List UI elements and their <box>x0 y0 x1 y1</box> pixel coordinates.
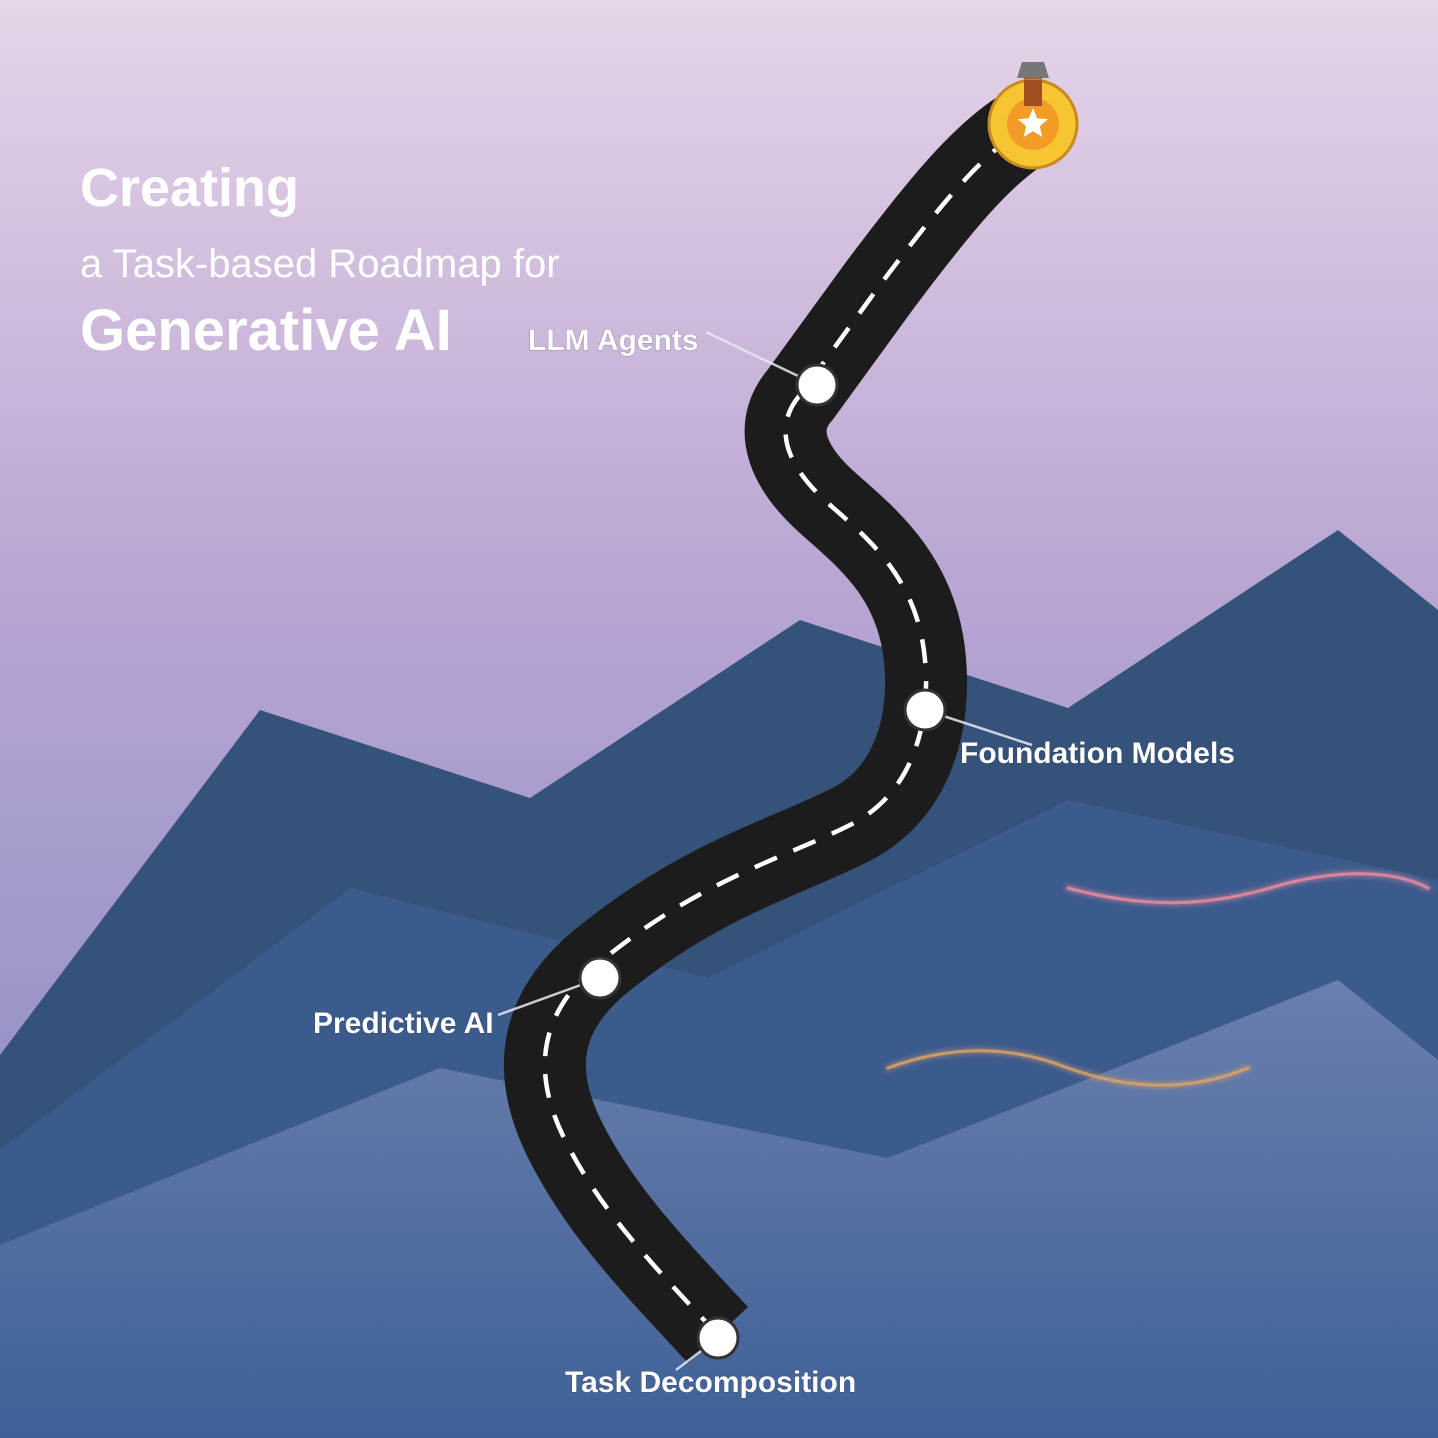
milestone-node-llm-agents[interactable] <box>795 363 839 407</box>
star-icon <box>1017 108 1049 138</box>
milestone-label-task-decomposition: Task Decomposition <box>565 1366 856 1399</box>
medal-star-icon[interactable] <box>987 62 1079 170</box>
medal-clasp <box>1017 62 1049 78</box>
milestone-label-llm-agents: LLM Agents <box>528 324 699 357</box>
milestone-node-task-decomposition[interactable] <box>696 1316 740 1360</box>
milestone-label-foundation-models: Foundation Models <box>960 737 1235 770</box>
title-line-creating: Creating <box>80 158 299 218</box>
milestone-node-foundation-models[interactable] <box>903 688 947 732</box>
decorative-wave-amber-core <box>886 1049 1250 1087</box>
title-line-subtitle: a Task-based Roadmap for <box>80 242 560 286</box>
decorative-wave-pink-core <box>1066 872 1430 905</box>
mountain-range-near <box>0 980 1438 1438</box>
milestone-label-predictive-ai: Predictive AI <box>313 1007 494 1040</box>
title-line-generative-ai: Generative AI <box>80 298 452 363</box>
medal-ribbon-overlap <box>1024 80 1042 106</box>
road-center-dashes <box>542 123 1032 1337</box>
milestone-node-predictive-ai[interactable] <box>578 956 622 1000</box>
